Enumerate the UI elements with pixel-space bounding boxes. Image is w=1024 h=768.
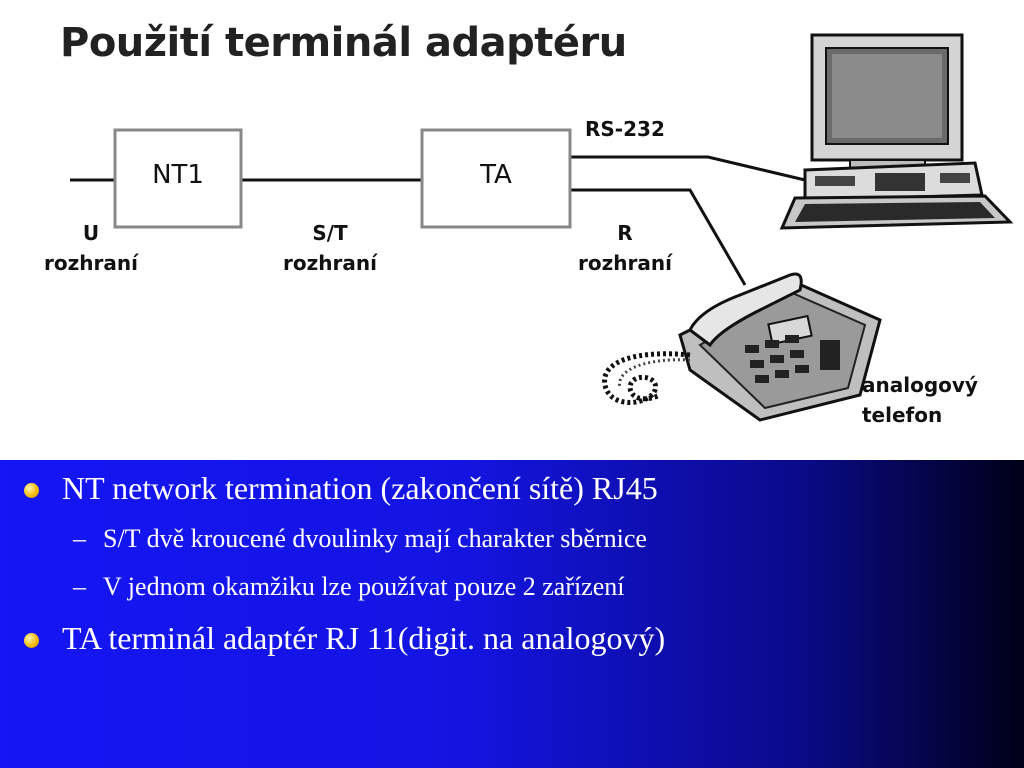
r-line bbox=[570, 188, 747, 286]
r-caption-line2: rozhraní bbox=[578, 251, 672, 275]
rs232-line bbox=[570, 155, 806, 182]
bullet-item: NT network termination (zakončení sítě) … bbox=[24, 470, 658, 507]
st-caption-line1: S/T bbox=[312, 221, 348, 245]
ta-label: TA bbox=[480, 160, 512, 190]
dash-icon: – bbox=[73, 572, 86, 601]
dash-icon: – bbox=[73, 524, 86, 553]
rs232-label: RS-232 bbox=[585, 117, 665, 141]
bullet-panel: NT network termination (zakončení sítě) … bbox=[0, 460, 1024, 768]
sub-bullet-text: S/T dvě kroucené dvoulinky mají charakte… bbox=[103, 524, 647, 553]
bullet-dot-icon bbox=[24, 633, 39, 648]
computer-icon bbox=[779, 33, 1014, 230]
diagram-lines bbox=[70, 33, 1014, 422]
bullet-item: TA terminál adaptér RJ 11(digit. na anal… bbox=[24, 620, 666, 657]
bullet-text: TA terminál adaptér RJ 11(digit. na anal… bbox=[62, 620, 666, 656]
st-interface-caption: S/T rozhraní bbox=[270, 218, 390, 278]
bullet-dot-icon bbox=[24, 483, 39, 498]
u-caption-line2: rozhraní bbox=[44, 251, 138, 275]
slide-title: Použití terminál adaptéru bbox=[60, 20, 627, 66]
st-caption-line2: rozhraní bbox=[283, 251, 377, 275]
nt1-box bbox=[113, 128, 243, 229]
r-caption-line1: R bbox=[617, 221, 633, 245]
r-interface-caption: R rozhraní bbox=[565, 218, 685, 278]
ta-box bbox=[420, 128, 572, 229]
sub-bullet-item: –V jednom okamžiku lze používat pouze 2 … bbox=[73, 572, 625, 602]
u-interface-caption: U rozhraní bbox=[30, 218, 152, 278]
diagram-area: Použití terminál adaptéru NT1 TA U rozhr… bbox=[30, 20, 1014, 430]
telephone-icon bbox=[602, 272, 882, 422]
phone-caption: analogový telefon bbox=[862, 370, 1012, 430]
u-caption-line1: U bbox=[82, 221, 100, 245]
nt1-label: NT1 bbox=[152, 160, 204, 190]
phone-caption-line2: telefon bbox=[862, 403, 943, 427]
sub-bullet-item: –S/T dvě kroucené dvoulinky mají charakt… bbox=[73, 524, 647, 554]
phone-caption-line1: analogový bbox=[862, 373, 978, 397]
sub-bullet-text: V jednom okamžiku lze používat pouze 2 z… bbox=[103, 572, 625, 601]
bullet-text: NT network termination (zakončení sítě) … bbox=[62, 470, 658, 506]
